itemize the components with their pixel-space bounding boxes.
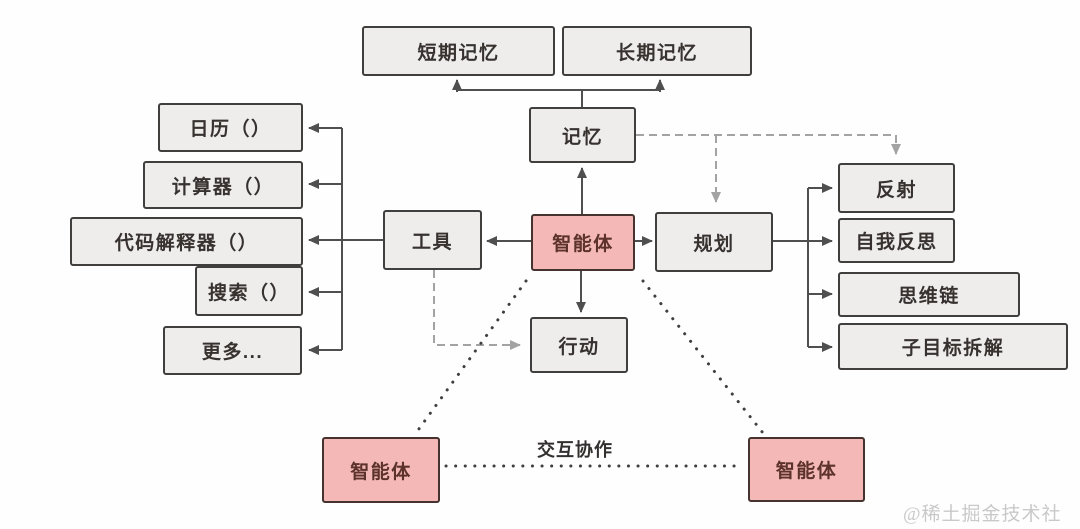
node-subgoal-decomposition: 子目标拆解 [838, 323, 1068, 370]
node-chain-of-thought: 思维链 [838, 272, 1020, 317]
collaboration-edge-label: 交互协作 [537, 440, 613, 460]
node-search: 搜索（） [195, 266, 303, 316]
node-calendar: 日历（） [158, 103, 303, 152]
dashed-connectors [433, 134, 901, 350]
node-planning: 规划 [655, 212, 773, 272]
node-tools: 工具 [383, 210, 482, 270]
node-action: 行动 [530, 317, 628, 373]
node-self-reflection: 自我反思 [838, 218, 955, 263]
node-long-term-memory: 长期记忆 [562, 26, 752, 76]
node-agent-center: 智能体 [531, 214, 635, 271]
solid-connectors [308, 79, 833, 355]
node-memory: 记忆 [529, 107, 636, 163]
node-reflection: 反射 [838, 163, 955, 213]
node-agent-bottom-right: 智能体 [748, 437, 865, 502]
watermark: @稀土掘金技术社区 [903, 504, 1062, 525]
node-code-interpreter: 代码解释器（） [70, 217, 303, 266]
node-calculator: 计算器（） [143, 161, 303, 209]
node-agent-bottom-left: 智能体 [322, 437, 440, 503]
node-short-term-memory: 短期记忆 [362, 26, 555, 76]
dotted-connectors [414, 279, 765, 468]
node-more: 更多... [163, 326, 302, 375]
